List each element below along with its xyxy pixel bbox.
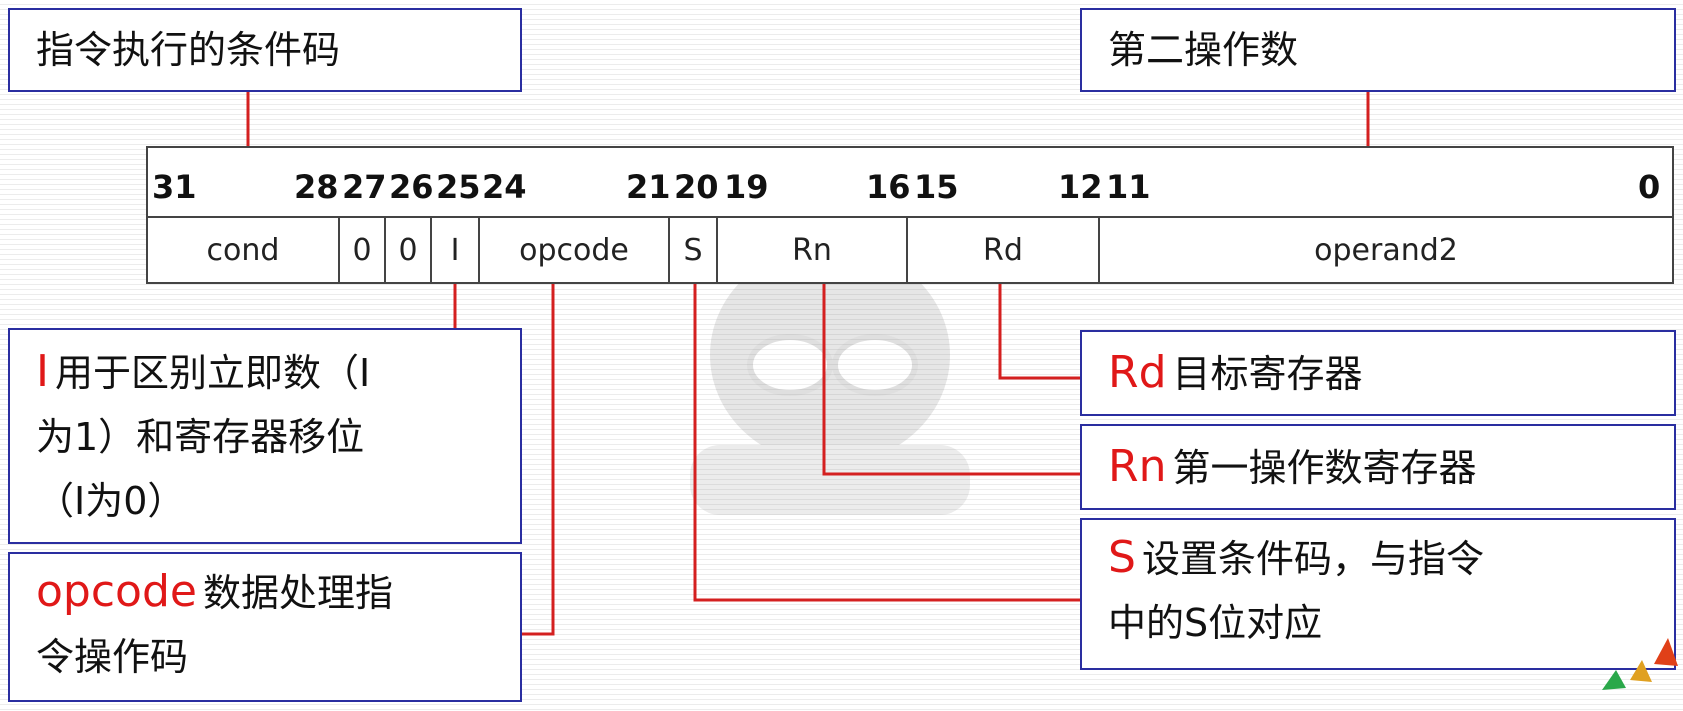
field-cond: cond [148, 218, 340, 284]
i-bit-text-1: 用于区别立即数（I [54, 351, 371, 395]
s-text-1: 设置条件码，与指令 [1141, 537, 1484, 581]
field-opcode: opcode [480, 218, 670, 284]
field-rd: Rd [908, 218, 1100, 284]
bit-number-21: 21 [626, 168, 671, 206]
instruction-format-table: 31 28 27 26 25 24 21 20 19 16 15 12 11 0… [146, 146, 1674, 284]
rn-key: Rn [1108, 441, 1167, 492]
s-annotation-line-2: 中的S位对应 [1108, 601, 1323, 645]
bit-number-27: 27 [342, 168, 387, 206]
rn-text: 第一操作数寄存器 [1172, 446, 1477, 490]
bit-number-0: 0 [1638, 168, 1661, 206]
bit-number-24: 24 [482, 168, 527, 206]
bit-number-20: 20 [674, 168, 719, 206]
i-bit-annotation-line-2: 为1）和寄存器移位 [36, 415, 365, 459]
bit-number-19: 19 [724, 168, 769, 206]
field-operand2: operand2 [1314, 233, 1458, 268]
rd-text: 目标寄存器 [1172, 352, 1363, 396]
bit-number-11: 11 [1106, 168, 1151, 206]
second-operand-label-box: 第二操作数 [1080, 8, 1676, 92]
condition-code-label: 指令执行的条件码 [36, 28, 341, 72]
corner-logo-icon [1602, 638, 1678, 690]
field-rn: Rn [718, 218, 908, 284]
table-divider [148, 216, 1672, 218]
bit-number-16: 16 [866, 168, 911, 206]
field-zero-a: 0 [340, 218, 386, 284]
bit-number-25: 25 [436, 168, 481, 206]
rd-key: Rd [1108, 347, 1167, 398]
opcode-annotation-line-2: 令操作码 [36, 635, 189, 679]
condition-code-label-box: 指令执行的条件码 [8, 8, 522, 92]
opcode-key: opcode [36, 566, 197, 617]
field-zero-b: 0 [386, 218, 432, 284]
field-s: S [670, 218, 718, 284]
bit-number-12: 12 [1058, 168, 1103, 206]
bit-number-26: 26 [389, 168, 434, 206]
bit-number-28: 28 [294, 168, 339, 206]
i-bit-annotation-line-3: （I为0） [36, 479, 186, 523]
opcode-text-1: 数据处理指 [202, 571, 393, 615]
second-operand-label: 第二操作数 [1108, 28, 1299, 72]
bit-number-31: 31 [152, 168, 197, 206]
i-bit-key: I [36, 346, 49, 397]
s-key: S [1108, 532, 1136, 583]
field-i: I [432, 218, 480, 284]
bit-number-15: 15 [914, 168, 959, 206]
